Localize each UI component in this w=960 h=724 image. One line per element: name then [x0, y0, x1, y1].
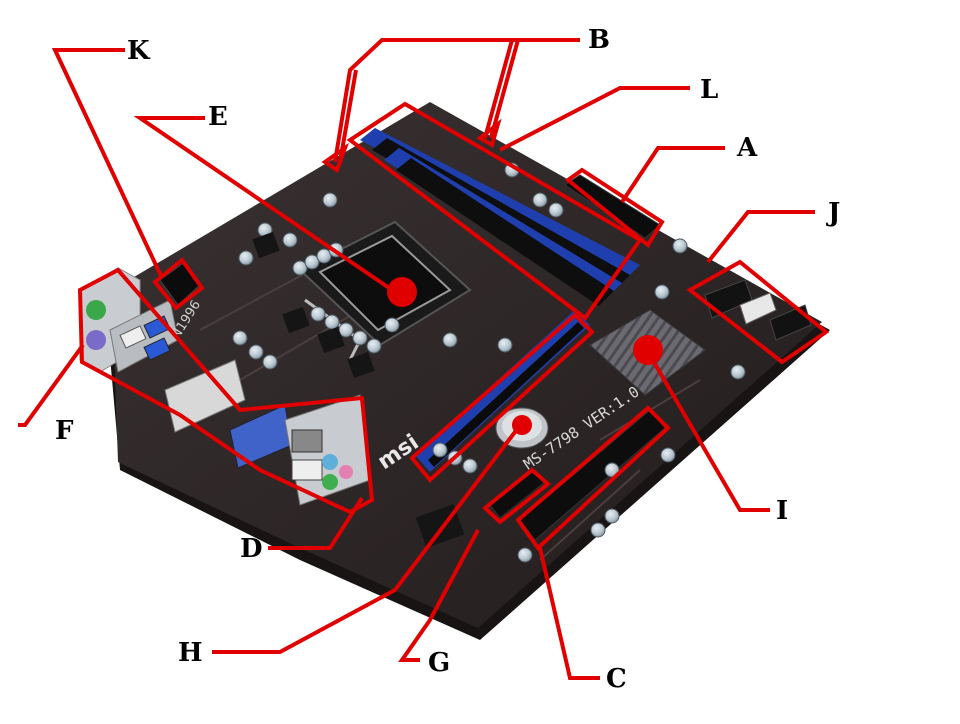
capacitor — [232, 330, 248, 346]
capacitor — [322, 192, 338, 208]
callout-line-D — [268, 496, 364, 550]
callout-box-L — [346, 101, 643, 321]
capacitor — [462, 458, 478, 474]
capacitor — [672, 238, 688, 254]
capacitor — [282, 232, 298, 248]
callout-line-I — [646, 350, 770, 512]
pcie-x16-slot — [415, 310, 590, 472]
callout-line-B — [333, 38, 580, 163]
capacitor — [248, 344, 264, 360]
callout-line-F — [18, 343, 85, 427]
label-G: G — [428, 648, 451, 678]
callout-box-K — [152, 257, 205, 311]
capacitor — [238, 250, 254, 266]
capacitor — [548, 202, 564, 218]
capacitor — [532, 192, 548, 208]
callout-line-A — [620, 146, 725, 204]
capacitor — [316, 248, 332, 264]
callout-line-L — [499, 86, 690, 152]
callout-line-E — [133, 116, 397, 294]
callout-line-J — [706, 210, 815, 264]
callout-arrowhead-B-2 — [476, 118, 502, 149]
annotation-overlays — [18, 38, 830, 680]
capacitor — [310, 306, 326, 322]
callout-dot-I — [633, 335, 663, 365]
callout-dot-E — [387, 277, 417, 307]
callout-box-D — [409, 312, 595, 483]
annotation-dots — [387, 277, 663, 435]
capacitor — [497, 337, 513, 353]
capacitor — [338, 322, 354, 338]
vrm-chokes — [252, 231, 465, 548]
label-E: E — [208, 102, 228, 132]
label-D: D — [240, 534, 263, 564]
capacitor — [654, 284, 670, 300]
callout-line-H — [212, 426, 520, 654]
label-F: F — [55, 416, 74, 446]
callout-line-C — [538, 547, 600, 680]
capacitor — [292, 260, 308, 276]
capacitor — [442, 332, 458, 348]
callout-line-B-2 — [483, 39, 514, 139]
capacitor — [384, 317, 400, 333]
capacitor — [366, 338, 382, 354]
label-B: B — [588, 25, 610, 55]
capacitor — [604, 508, 620, 524]
capacitor — [352, 330, 368, 346]
callout-box-J — [686, 259, 830, 365]
callout-box-F — [77, 267, 375, 515]
callout-box-G — [481, 467, 552, 525]
callout-line-K — [51, 48, 164, 279]
label-C: C — [606, 664, 627, 694]
label-A: A — [737, 133, 758, 163]
capacitor — [432, 442, 448, 458]
dimm-slots — [360, 128, 640, 306]
callout-dot-H — [512, 415, 532, 435]
pcie-slot-black — [519, 409, 666, 541]
capacitor — [660, 447, 676, 463]
label-H: H — [178, 638, 203, 668]
capacitor — [324, 314, 340, 330]
capacitor — [262, 354, 278, 370]
callout-box-A — [564, 167, 665, 248]
label-J: J — [828, 198, 841, 228]
label-L: L — [700, 75, 719, 105]
capacitor — [730, 364, 746, 380]
capacitor — [304, 254, 320, 270]
capacitor — [517, 547, 533, 563]
label-I: I — [776, 496, 789, 526]
callout-box-C — [515, 405, 671, 552]
callout-line-G — [398, 529, 480, 662]
capacitor — [590, 522, 606, 538]
label-K: K — [127, 36, 150, 66]
